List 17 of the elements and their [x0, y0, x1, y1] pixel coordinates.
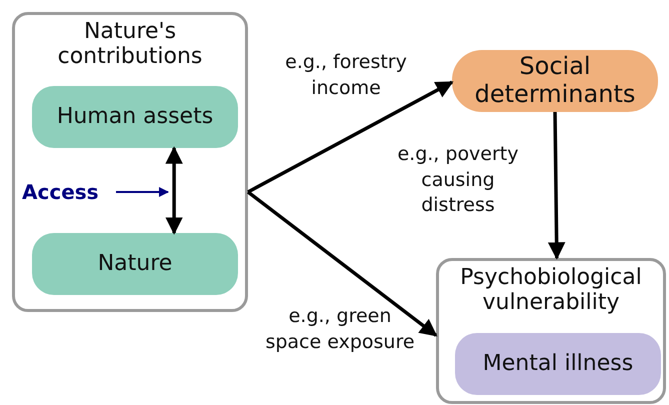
arrow	[116, 187, 169, 197]
rounded-box: Social determinants	[452, 50, 658, 112]
arrow	[247, 80, 454, 194]
rounded-box: Nature	[32, 233, 238, 295]
rounded-box: Mental illness	[455, 333, 661, 395]
arrow	[246, 190, 438, 337]
arrow	[165, 146, 183, 235]
edge-label: e.g., forestry income	[284, 50, 408, 101]
edge-label: e.g., poverty causing distress	[396, 142, 520, 218]
group-title: Psychobiological vulnerability	[459, 265, 643, 316]
group-title: Nature's contributions	[56, 19, 204, 70]
arrow	[548, 112, 566, 260]
rounded-box: Human assets	[32, 86, 238, 148]
access-label: Access	[22, 178, 116, 206]
group-box	[12, 12, 248, 312]
group-box	[436, 258, 666, 404]
edge-label: e.g., green space exposure	[264, 304, 416, 355]
